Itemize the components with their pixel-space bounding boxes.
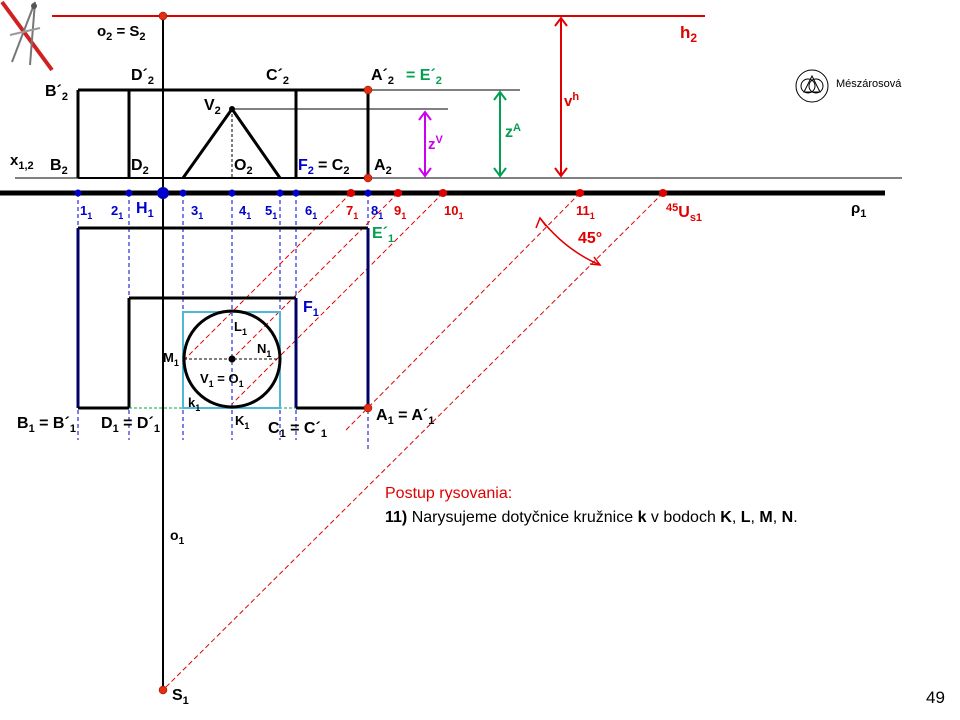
label-N1: N1 [257,341,271,359]
step-L: L [740,509,751,526]
label-F1: F1 [303,299,319,319]
step-number: 11) [385,509,408,526]
label-B1: B1 = B´1 [17,415,76,435]
sep: , [750,509,760,526]
label-x12: x1,2 [10,152,34,172]
label-n7: 71 [346,203,358,221]
label-C1: C1 = C´1 [268,420,327,440]
label-Us1: 45Us1 [666,202,702,224]
author-name: Mészárosová [836,78,902,90]
label-n8: 81 [371,203,383,221]
label-angle: 45° [578,230,602,247]
label-M1: M1 [163,350,179,368]
step-k: k [637,509,647,526]
label-Bp2: B´2 [45,83,68,103]
sep: , [772,509,782,526]
angle-45-arc [535,216,602,266]
label-Ap2: A´2 [371,67,394,87]
label-k1: k1 [188,395,200,413]
label-n10: 101 [444,203,463,221]
instructions-title: Postup rysovania: [385,485,513,502]
label-o1: o1 [170,527,185,547]
label-Cp2: C´2 [266,67,289,87]
step-text2: v bodoch [646,509,721,526]
step-M: M [759,509,773,526]
label-F2: F2 [298,157,314,177]
top-view [76,226,370,410]
label-zA: zA [505,122,521,141]
compass-icon [0,0,54,72]
step-K: K [720,509,732,526]
point-v2 [229,106,235,112]
label-A1: A1 = A´1 [376,407,434,427]
label-n2: 21 [111,203,123,221]
dimension-zV [418,110,432,178]
label-o2S2: o2 = S2 [97,23,146,43]
label-K1: K1 [235,413,249,431]
label-V1O1: V1 = O1 [200,371,244,389]
label-Dp2: D´2 [131,67,154,87]
page-number: 49 [926,688,945,707]
label-V2: V2 [204,97,221,117]
label-eqEp2: = E´2 [406,67,442,87]
front-view [76,88,370,179]
label-n4: 41 [239,203,251,221]
label-n6: 61 [305,203,317,221]
author-logo-icon [795,69,829,103]
ordinal-lines [77,193,369,450]
label-L1: L1 [234,319,247,337]
label-O2: O2 [234,157,253,177]
label-h2: h2 [680,23,697,45]
label-vh: vh [564,91,579,110]
dimension-zA [493,90,507,178]
label-B2: B2 [50,157,68,177]
label-eqC2: = C2 [318,157,349,177]
axis-points [74,11,667,695]
label-D2: D2 [131,157,149,177]
dimension-vh [554,16,568,178]
sep: . [793,509,798,526]
label-n11: 111 [576,203,595,221]
label-rho1: ρ1 [851,200,866,220]
sep: , [731,509,741,526]
instruction-step: 11) Narysujeme dotyčnice kružnice k v bo… [385,506,798,530]
step-N: N [781,509,794,526]
point-o1 [228,355,236,363]
label-n1: 11 [80,203,92,221]
instructions: Postup rysovania: 11) Narysujeme dotyčni… [385,482,798,530]
label-S1: S1 [172,687,189,707]
step-text: Narysujeme dotyčnice kružnice [407,509,638,526]
label-n9: 91 [394,203,406,221]
label-H1: H1 [136,200,154,220]
shadow-rays [162,192,664,691]
label-zV: zV [428,134,444,153]
label-A2: A2 [374,157,392,177]
label-D1: D1 = D´1 [101,415,160,435]
label-Ep1: E´1 [372,225,394,245]
label-n5: 51 [265,203,277,221]
label-n3: 31 [191,203,203,221]
